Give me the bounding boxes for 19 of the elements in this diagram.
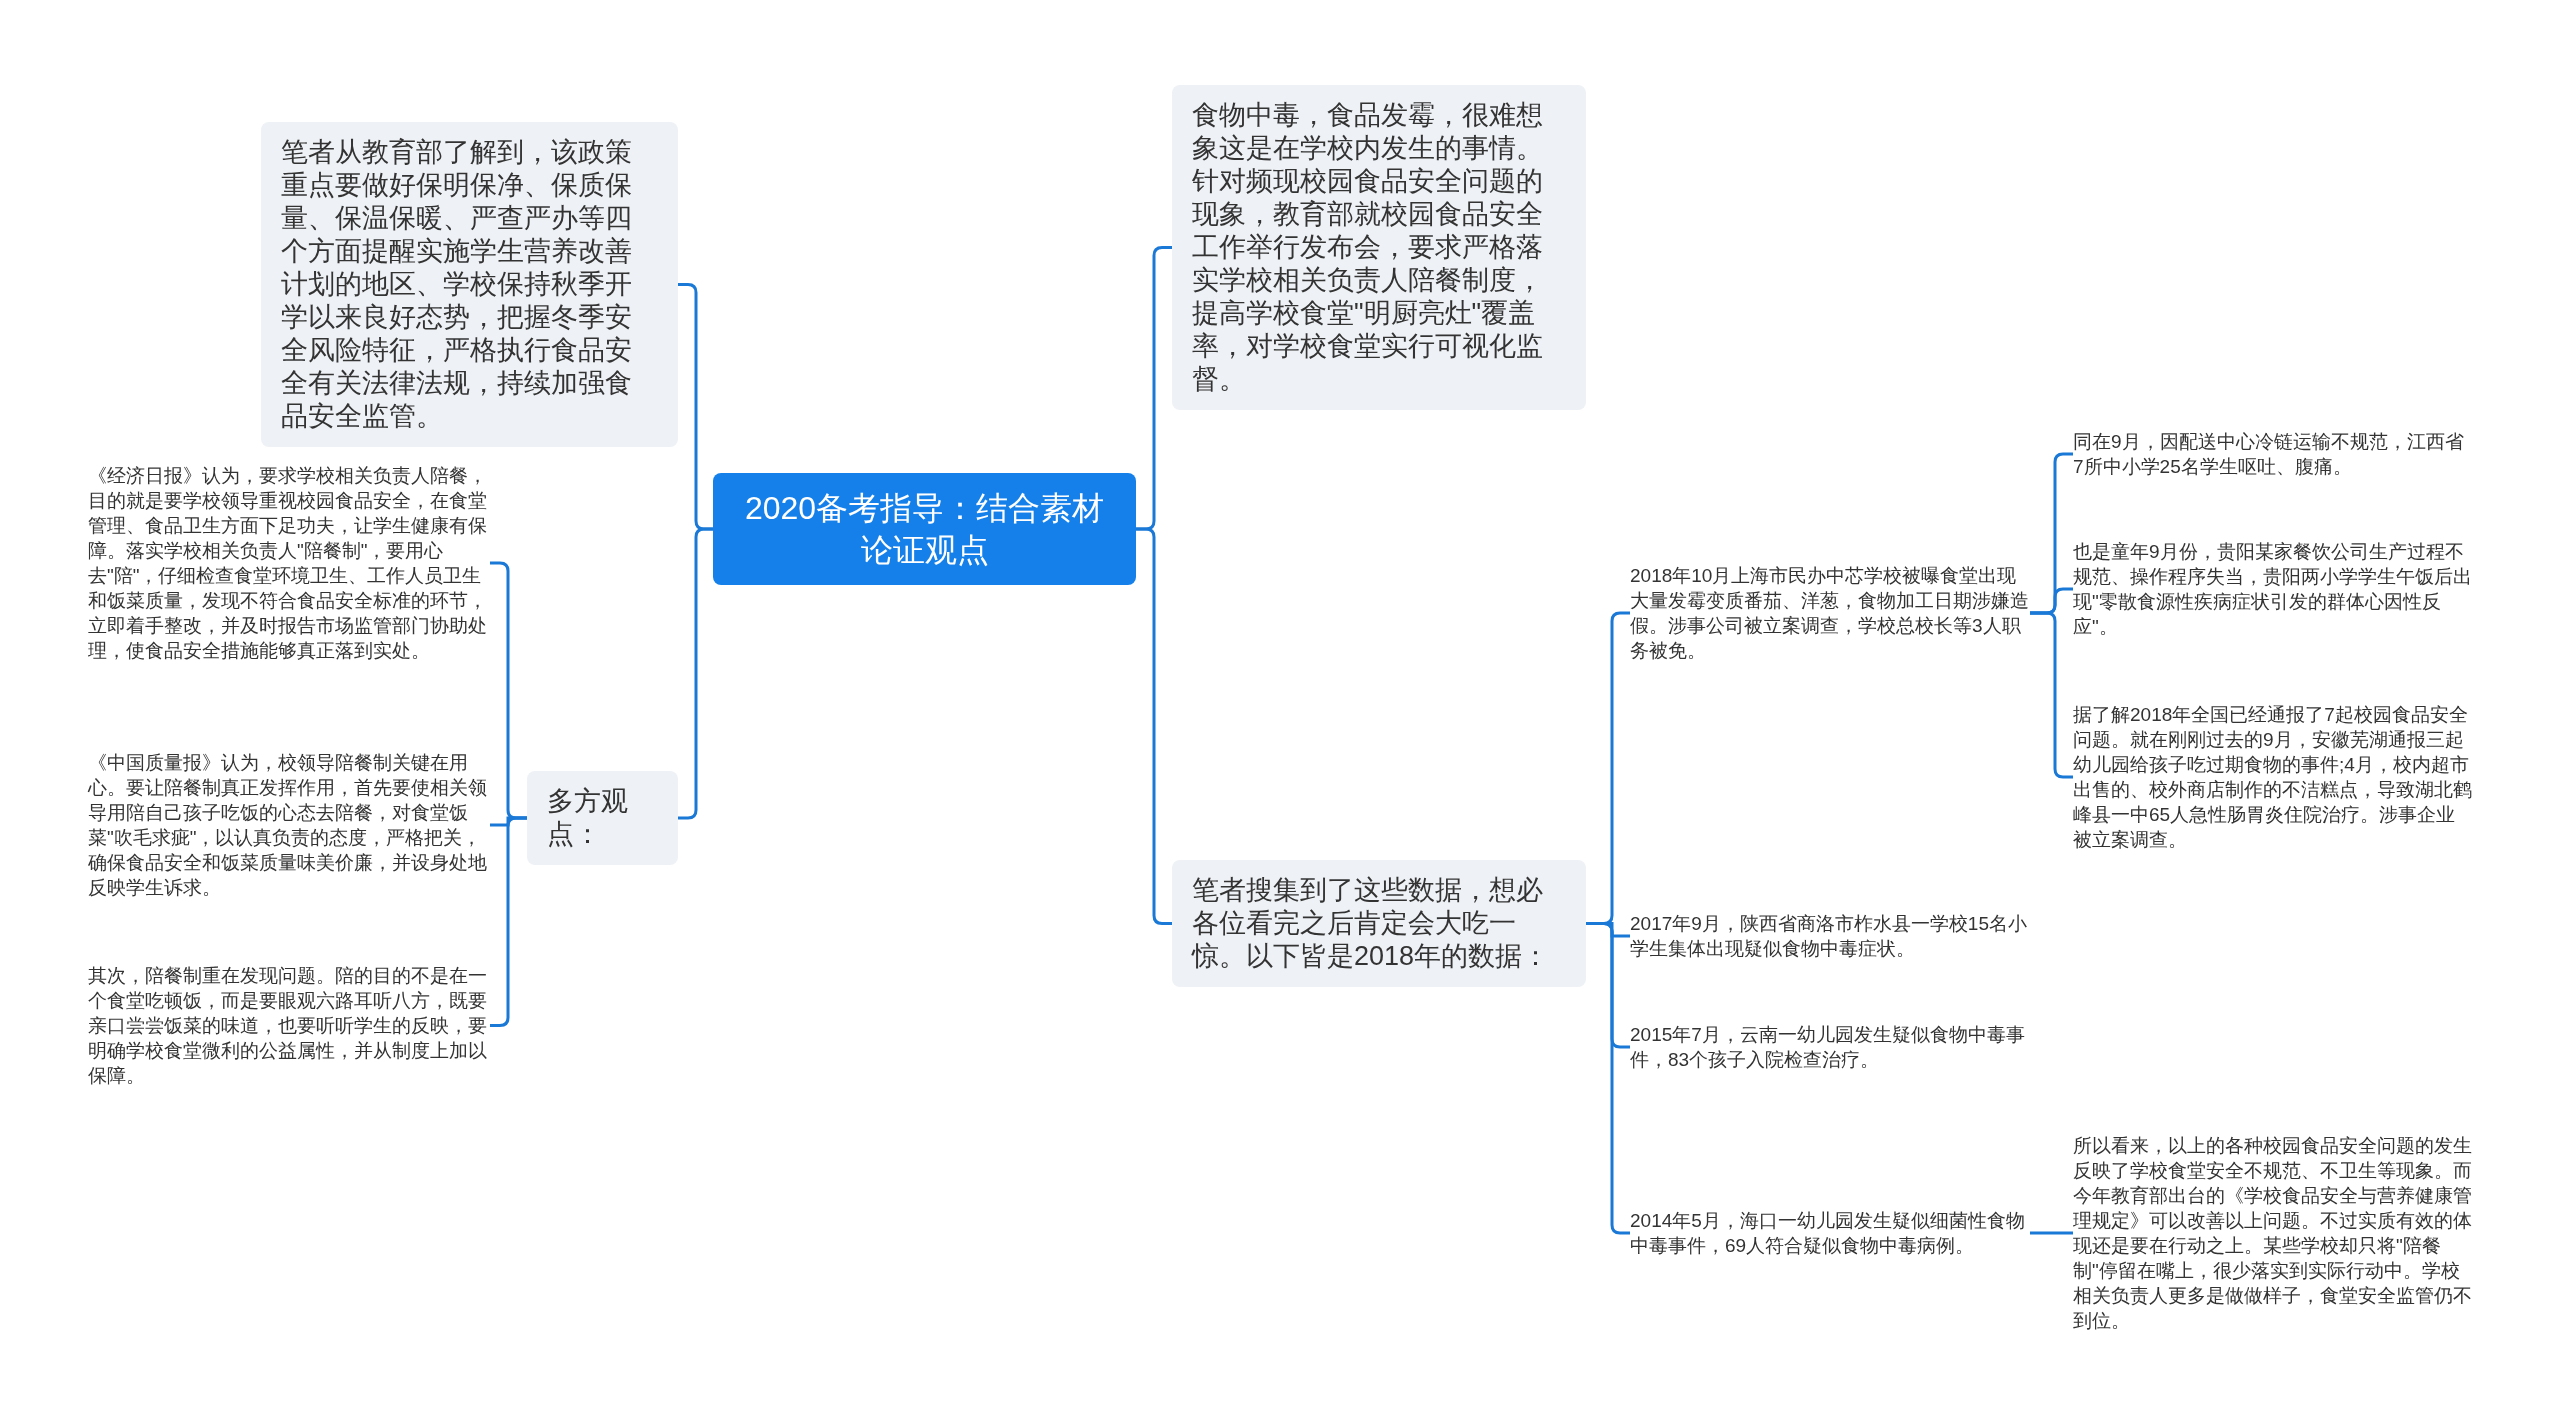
note-text: 所以看来，以上的各种校园食品安全问题的发生反映了学校食堂安全不规范、不卫生等现象。而今年教育部出台的《学校食品安全与营养健康管理规定》可以改善以上问题。不过实质有效的体现还是要在行动之上。某些学校却只将"陪餐制"停留在嘴上，很少落实到实际行动中。学校相关负责人更多是做做样子，食堂安全监管仍不到位。 bbox=[2073, 1133, 2473, 1333]
note-text: 也是童年9月份，贵阳某家餐饮公司生产过程不规范、操作程序失当，贵阳两小学学生午饭后出现"零散食源性疾病症状引发的群体心因性反应"。 bbox=[2073, 539, 2473, 639]
note-text: 《中国质量报》认为，校领导陪餐制关键在用心。要让陪餐制真正发挥作用，首先要使相关领导用陪自己孩子吃饭的心态去陪餐，对食堂饭菜"吹毛求疵"，以认真负责的态度，严格把关，确保食品安全和饭菜质量味美价廉，并设身处地反映学生诉求。 bbox=[88, 750, 490, 900]
connector-line bbox=[678, 527, 713, 820]
note-box: 笔者搜集到了这些数据，想必各位看完之后肯定会大吃一惊。以下皆是2018年的数据： bbox=[1172, 860, 1586, 987]
note-text: 2014年5月，海口一幼儿园发生疑似细菌性食物中毒事件，69人符合疑似食物中毒病例。 bbox=[1630, 1208, 2030, 1258]
note-box: 多方观点： bbox=[527, 771, 678, 865]
note-text: 其次，陪餐制重在发现问题。陪的目的不是在一个食堂吃顿饭，而是要眼观六路耳听八方，既要亲口尝尝饭菜的味道，也要听听学生的反映，要明确学校食堂微利的公益属性，并从制度上加以保障。 bbox=[88, 963, 490, 1088]
note-box: 食物中毒，食品发霉，很难想象这是在学校内发生的事情。针对频现校园食品安全问题的现象，教育部就校园食品安全工作举行发布会，要求严格落实学校相关负责人陪餐制度，提高学校食堂"明厨亮灶"覆盖率，对学校食堂实行可视化监督。 bbox=[1172, 85, 1586, 410]
connector-line bbox=[1136, 527, 1172, 925]
note-text: 《经济日报》认为，要求学校相关负责人陪餐，目的就是要学校领导重视校园食品安全，在食堂管理、食品卫生方面下足功夫，让学生健康有保障。落实学校相关负责人"陪餐制"，要用心去"陪"，仔细检查食堂环境卫生、工作人员卫生和饭菜质量，发现不符合食品安全标准的环节，立即着手整改，并及时报告市场监管部门协助处理，使食品安全措施能够真正落到实处。 bbox=[88, 463, 490, 663]
topic-box: 2020备考指导：结合素材论证观点 bbox=[713, 473, 1136, 585]
note-box: 笔者从教育部了解到，该政策重点要做好保明保净、保质保量、保温保暖、严查严办等四个方面提醒实施学生营养改善计划的地区、学校保持秋季开学以来良好态势，把握冬季安全风险特征，严格执行食品安全有关法律法规，持续加强食品安全监管。 bbox=[261, 122, 678, 447]
note-text: 据了解2018年全国已经通报了7起校园食品安全问题。就在刚刚过去的9月，安徽芜湖通报三起幼儿园给孩子吃过期食物的事件;4月，校内超市出售的、校外商店制作的不洁糕点，导致湖北鹤峰县一中65人急性肠胃炎住院治疗。涉事企业被立案调查。 bbox=[2073, 702, 2473, 852]
note-text: 2018年10月上海市民办中芯学校被曝食堂出现大量发霉变质番茄、洋葱，食物加工日期涉嫌造假。涉事公司被立案调查，学校总校长等3人职务被免。 bbox=[1630, 563, 2030, 663]
connector-line bbox=[2030, 1231, 2073, 1235]
note-text: 同在9月，因配送中心冷链运输不规范，江西省7所中小学25名学生呕吐、腹痛。 bbox=[2073, 429, 2473, 479]
note-text: 2017年9月，陕西省商洛市柞水县一学校15名小学生集体出现疑似食物中毒症状。 bbox=[1630, 911, 2030, 961]
note-text: 2015年7月，云南一幼儿园发生疑似食物中毒事件，83个孩子入院检查治疗。 bbox=[1630, 1022, 2030, 1072]
